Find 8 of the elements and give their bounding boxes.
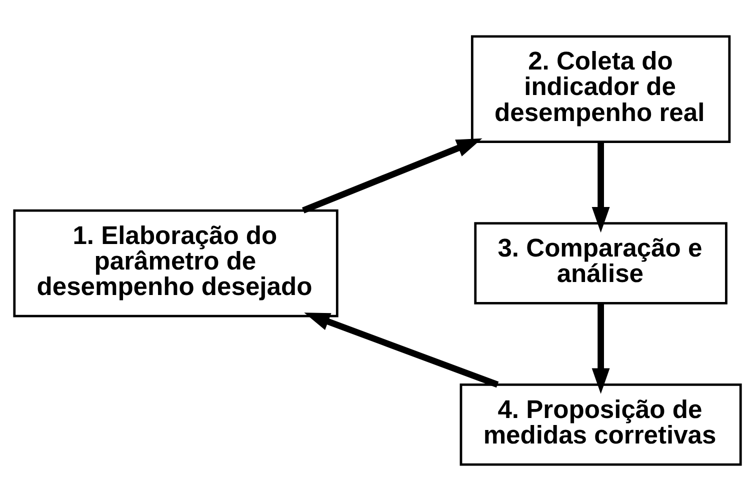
arrow bbox=[302, 138, 482, 214]
arrow bbox=[592, 142, 610, 233]
arrow bbox=[304, 312, 499, 388]
node-box: 3. Comparação e análise bbox=[474, 222, 728, 304]
node-box: 1. Elaboração do parâmetro de desempenho desejado bbox=[13, 209, 338, 318]
node-box: 4. Proposição de medidas corretivas bbox=[460, 384, 742, 466]
arrow bbox=[592, 304, 610, 394]
node-box: 2. Coleta do indicador de desempenho real bbox=[470, 35, 731, 144]
